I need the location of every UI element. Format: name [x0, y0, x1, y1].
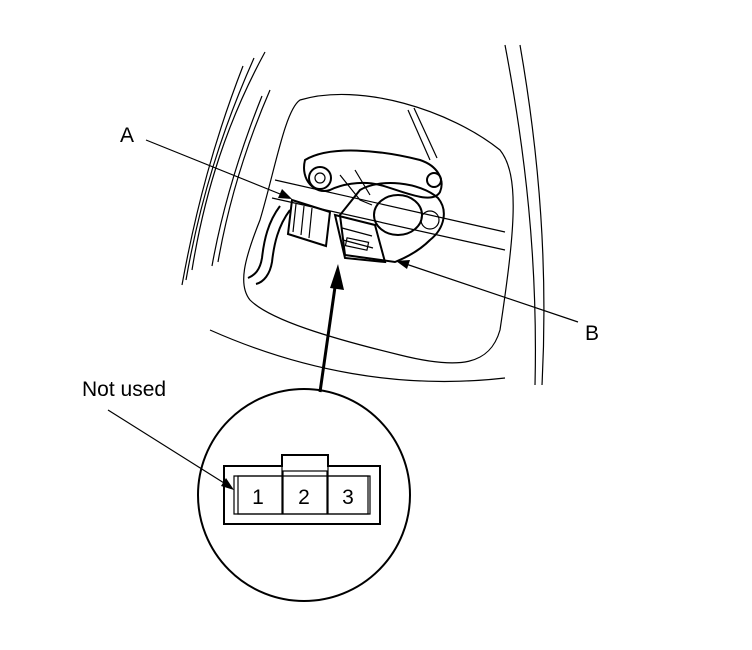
leader-a [145, 139, 291, 199]
sensor-bracket [303, 149, 443, 206]
detail-pointer-shaft [318, 279, 338, 393]
connector-face [223, 454, 381, 525]
detail-circle [197, 388, 411, 602]
leader-b-arrowhead [396, 260, 410, 269]
pin-3-cavity [327, 475, 369, 515]
leader-b [399, 261, 579, 323]
leader-not-used-arrowhead [221, 478, 234, 490]
leader-a-arrowhead [278, 189, 292, 199]
body-panel-lines [181, 44, 545, 386]
detail-pointer-arrowhead [330, 264, 344, 290]
mounting-recess [243, 93, 514, 364]
callout-not-used: Not used [82, 378, 166, 401]
pin-3-number: 3 [342, 486, 354, 509]
harness-connector-a [247, 198, 332, 285]
pin-1-cavity [237, 475, 283, 515]
pin-1-number: 1 [252, 486, 264, 509]
callout-a: A [120, 124, 134, 147]
pin-2-cavity [282, 470, 328, 515]
linkage-rod [407, 107, 438, 161]
pin-2-number: 2 [298, 486, 310, 509]
sensor-b [333, 182, 445, 264]
leader-not-used [107, 409, 233, 489]
callout-b: B [585, 322, 599, 345]
